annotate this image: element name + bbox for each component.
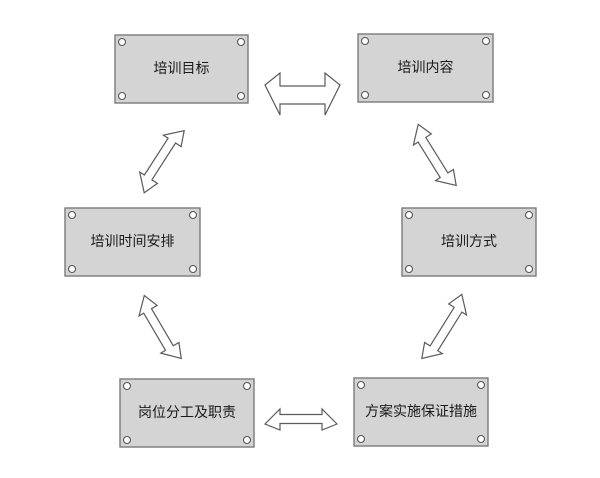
arrow-roles-schedule <box>138 294 183 360</box>
node-measures: 方案实施保证措施 <box>353 377 489 447</box>
arrow-method-measures <box>421 293 468 360</box>
node-goal-label: 培训目标 <box>154 61 210 77</box>
node-method-label: 培训方式 <box>441 234 497 250</box>
node-roles: 岗位分工及职责 <box>119 378 255 448</box>
node-content-label: 培训内容 <box>398 59 454 76</box>
arrow-measures-roles <box>263 407 339 431</box>
node-goal: 培训目标 <box>114 34 249 104</box>
node-measures-label: 方案实施保证措施 <box>365 403 477 420</box>
node-method: 培训方式 <box>401 207 537 277</box>
node-schedule: 培训时间安排 <box>64 207 201 277</box>
arrows <box>138 71 468 431</box>
node-schedule-label: 培训时间安排 <box>91 234 175 250</box>
arrow-goal-content <box>264 71 341 116</box>
arrow-content-method <box>412 123 457 187</box>
node-content: 培训内容 <box>357 33 494 103</box>
arrow-schedule-goal <box>138 129 185 194</box>
node-roles-label: 岗位分工及职责 <box>138 405 236 421</box>
